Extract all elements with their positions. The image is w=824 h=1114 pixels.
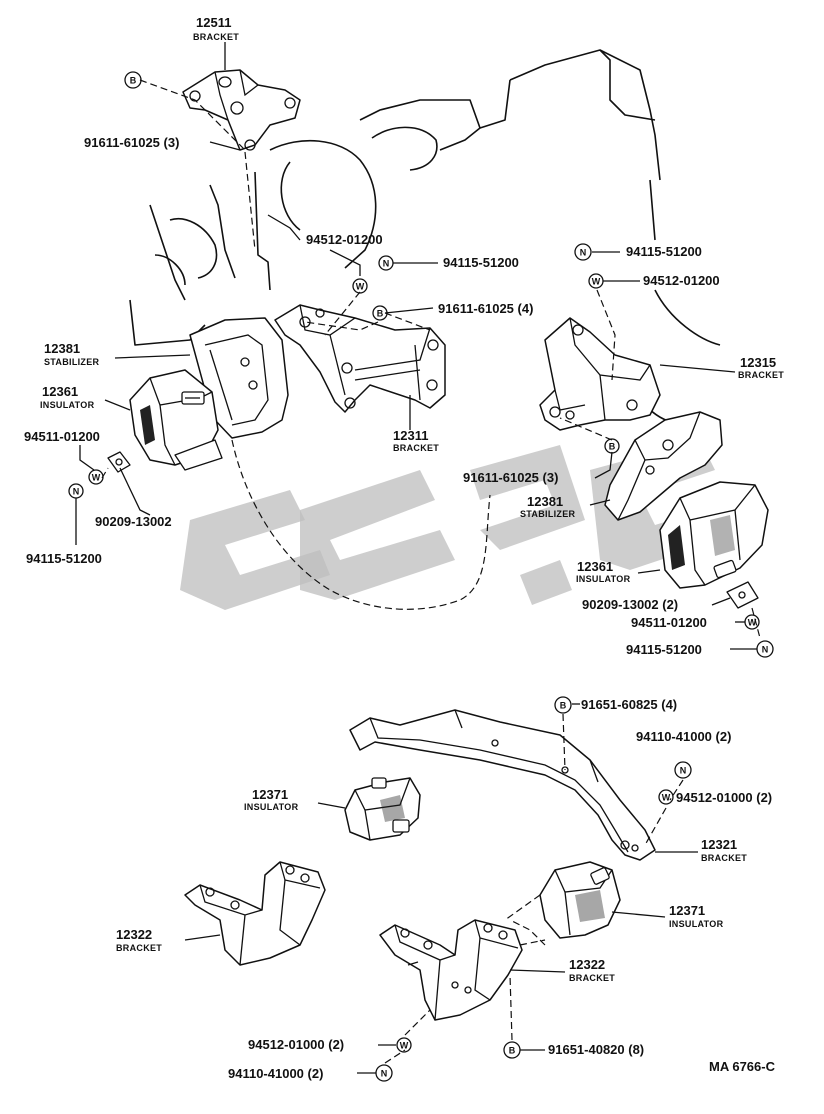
- symbol-b-f1: B: [124, 71, 142, 89]
- bracket-12322-right: [379, 919, 523, 1021]
- part-name-12315: BRACKET: [738, 370, 784, 380]
- fastener-label-f1: 91611-61025 (3): [84, 135, 179, 150]
- part-name-12322-left: BRACKET: [116, 943, 162, 953]
- symbol-w-f8: W: [88, 469, 104, 485]
- part-number-12322-right: 12322: [569, 957, 605, 972]
- part-number-12511: 12511: [196, 15, 231, 30]
- svg-text:B: B: [377, 309, 384, 319]
- svg-text:B: B: [560, 701, 567, 711]
- symbol-n-f10: N: [68, 483, 84, 499]
- insulator-12371-left: [344, 777, 421, 841]
- fastener-label-f17: 94512-01000 (2): [248, 1037, 344, 1052]
- part-number-12311: 12311: [393, 428, 428, 443]
- part-name-12321: BRACKET: [701, 853, 747, 863]
- symbol-w-f6: W: [588, 273, 604, 289]
- part-name-12371-left: INSULATOR: [244, 802, 299, 812]
- symbol-b-f7: B: [604, 438, 620, 454]
- symbol-w-f2: W: [352, 278, 368, 294]
- symbol-w-f12: W: [744, 614, 760, 630]
- fastener-symbols: B W N B N W B W N W N B N W W N B: [68, 71, 774, 1082]
- svg-text:B: B: [130, 76, 137, 86]
- svg-text:W: W: [92, 473, 101, 483]
- svg-text:B: B: [609, 442, 616, 452]
- svg-text:N: N: [73, 487, 80, 497]
- part-name-12381-left: STABILIZER: [44, 357, 100, 367]
- fastener-label-f4: 91611-61025 (4): [438, 301, 533, 316]
- svg-text:W: W: [748, 618, 757, 628]
- part-name-12361-right: INSULATOR: [576, 574, 631, 584]
- svg-text:W: W: [592, 277, 601, 287]
- part-number-12361-right: 12361: [577, 559, 613, 574]
- bracket-12322-left: [184, 861, 326, 966]
- insulator-12361-right: [659, 481, 769, 589]
- fastener-label-f3: 94115-51200: [443, 255, 519, 270]
- fastener-label-f15: 94110-41000 (2): [636, 729, 731, 744]
- symbol-n-f5: N: [574, 243, 592, 261]
- fastener-label-f18: 94110-41000 (2): [228, 1066, 323, 1081]
- fastener-label-f7: 91611-61025 (3): [463, 470, 558, 485]
- part-name-12511: BRACKET: [193, 32, 239, 42]
- insulator-12371-right: [539, 861, 621, 939]
- svg-text:N: N: [381, 1069, 388, 1079]
- fastener-label-f6: 94512-01200: [643, 273, 720, 288]
- part-labels: 12511 BRACKET 12381 STABILIZER 12361 INS…: [40, 15, 784, 983]
- washer-90209-13002-left: [107, 451, 131, 473]
- symbol-w-f16: W: [658, 789, 674, 805]
- insulator-12361-left: [129, 369, 223, 471]
- symbol-n-f13: N: [756, 640, 774, 658]
- bracket-12315: [539, 317, 661, 431]
- symbol-n-f18: N: [375, 1064, 393, 1082]
- leader-lines: [75, 42, 761, 1074]
- svg-text:W: W: [400, 1041, 409, 1051]
- symbol-n-f15: N: [674, 761, 692, 779]
- bracket-12321: [349, 709, 656, 861]
- stabilizer-12381-right: [604, 411, 723, 521]
- fastener-label-f11: 90209-13002 (2): [582, 597, 678, 612]
- fastener-label-f14: 91651-60825 (4): [581, 697, 677, 712]
- part-number-12321: 12321: [701, 837, 737, 852]
- svg-text:W: W: [662, 793, 671, 803]
- part-number-12371-left: 12371: [252, 787, 288, 802]
- part-name-12311: BRACKET: [393, 443, 439, 453]
- diagram-code: MA 6766-C: [709, 1059, 776, 1074]
- symbol-b-f19: B: [503, 1041, 521, 1059]
- fastener-label-f13: 94115-51200: [626, 642, 702, 657]
- part-number-12361-left: 12361: [42, 384, 78, 399]
- washer-90209-13002-right: [726, 581, 759, 609]
- part-name-12381-right: STABILIZER: [520, 509, 576, 519]
- bracket-12511: [182, 69, 301, 151]
- symbol-b-f4: B: [372, 305, 388, 321]
- bracket-12311: [274, 304, 446, 413]
- part-number-12381-right: 12381: [527, 494, 563, 509]
- fastener-label-f16: 94512-01000 (2): [676, 790, 772, 805]
- svg-text:N: N: [383, 259, 390, 269]
- svg-text:N: N: [762, 645, 769, 655]
- fastener-labels: 91611-61025 (3) 94512-01200 94115-51200 …: [24, 135, 772, 1081]
- fastener-label-f12: 94511-01200: [631, 615, 707, 630]
- fastener-label-f5: 94115-51200: [626, 244, 702, 259]
- part-number-12371-right: 12371: [669, 903, 705, 918]
- part-name-12371-right: INSULATOR: [669, 919, 724, 929]
- part-number-12315: 12315: [740, 355, 776, 370]
- symbol-b-f14: B: [554, 696, 572, 714]
- fastener-label-f19: 91651-40820 (8): [548, 1042, 644, 1057]
- part-number-12322-left: 12322: [116, 927, 152, 942]
- symbol-n-f3: N: [378, 255, 394, 271]
- fastener-label-f10: 94115-51200: [26, 551, 102, 566]
- symbol-w-f17: W: [396, 1037, 412, 1053]
- fastener-label-f9: 90209-13002: [95, 514, 172, 529]
- fastener-label-f8: 94511-01200: [24, 429, 100, 444]
- svg-text:W: W: [356, 282, 365, 292]
- part-number-12381-left: 12381: [44, 341, 80, 356]
- svg-text:B: B: [509, 1046, 516, 1056]
- fastener-label-f2: 94512-01200: [306, 232, 383, 247]
- part-name-12361-left: INSULATOR: [40, 400, 95, 410]
- svg-text:N: N: [580, 248, 587, 258]
- part-name-12322-right: BRACKET: [569, 973, 615, 983]
- svg-text:N: N: [680, 766, 687, 776]
